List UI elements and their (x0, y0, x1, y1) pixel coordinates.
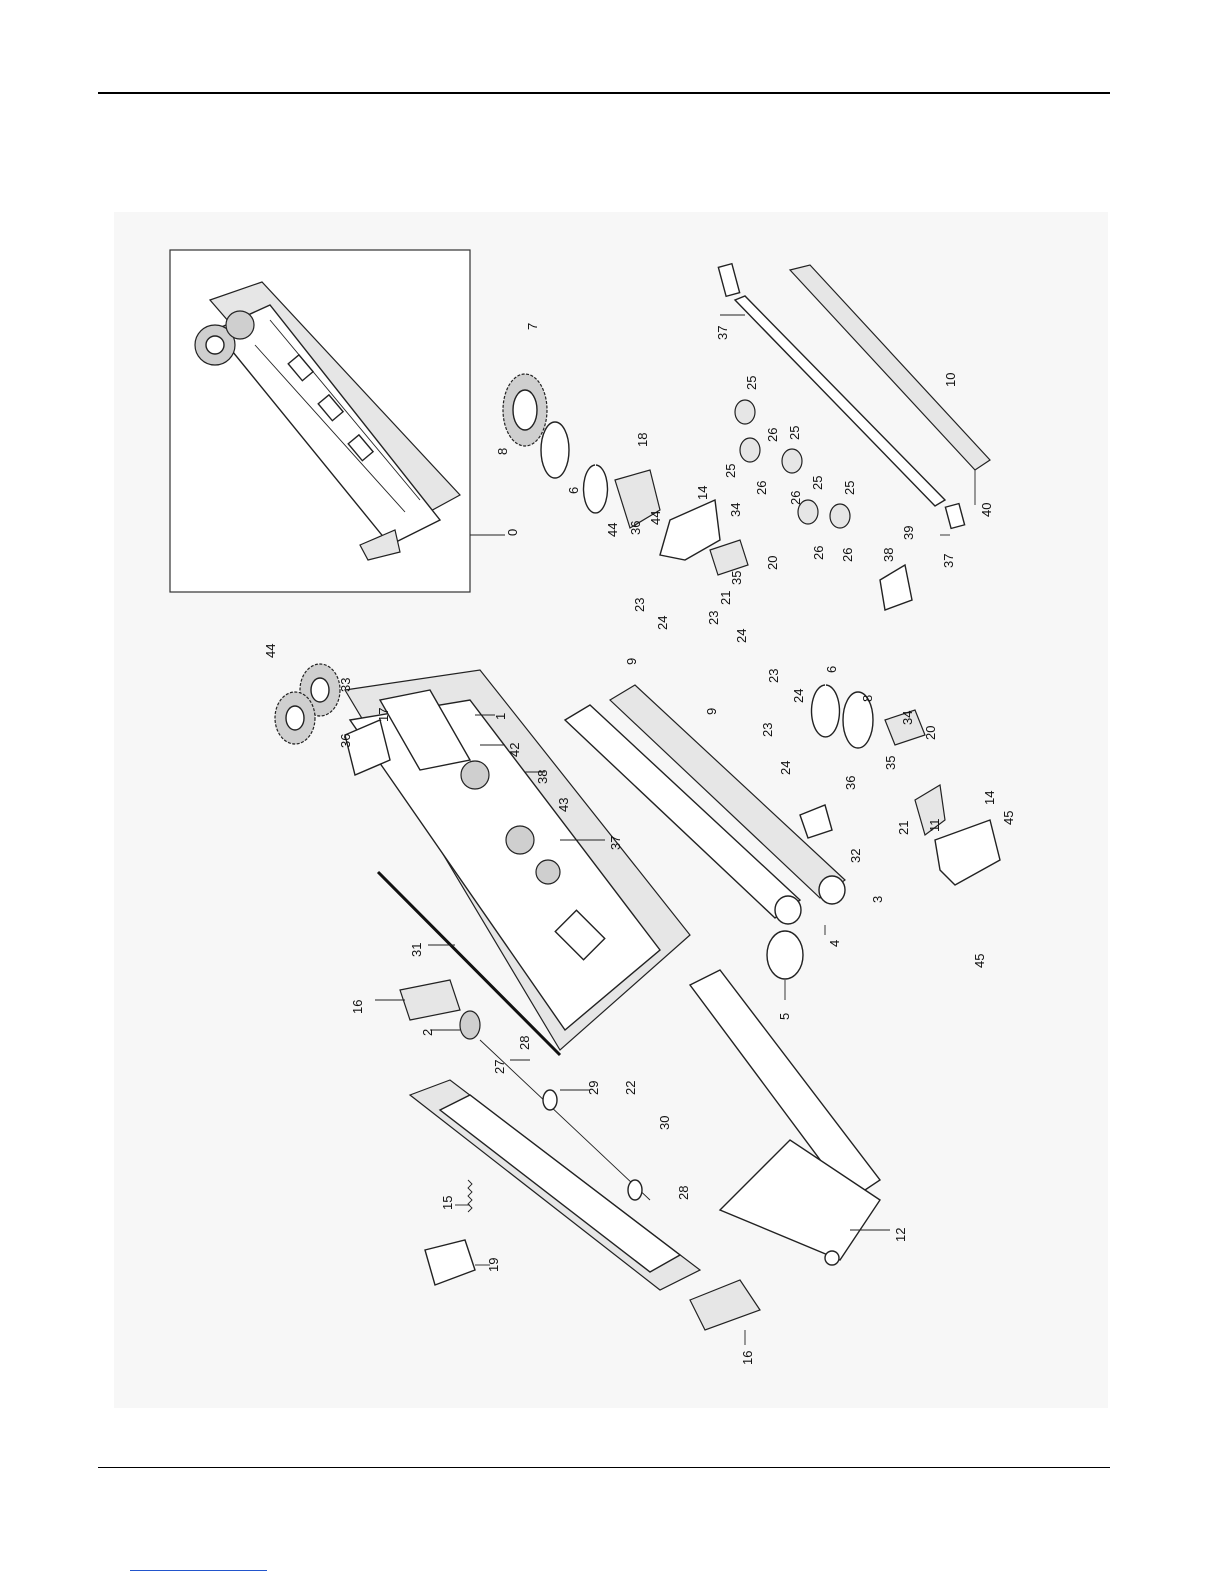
bush-part-6-lower (812, 685, 840, 737)
label-part-25d: 25 (810, 476, 825, 490)
label-part-6: 6 (566, 487, 581, 494)
label-part-36: 36 (628, 521, 643, 535)
label-part-21: 21 (718, 591, 733, 605)
label-part-24c: 24 (791, 689, 806, 703)
label-part-44b: 44 (605, 523, 620, 537)
label-part-28: 28 (517, 1036, 532, 1050)
label-part-37b: 37 (941, 554, 956, 568)
label-part-24b: 24 (734, 629, 749, 643)
label-part-2: 2 (420, 1029, 435, 1036)
label-part-9: 9 (624, 658, 639, 665)
label-part-25c: 25 (723, 464, 738, 478)
exploded-view-diagram: 0 7 8 6 18 14 44 34 44 36 20 35 21 23 23… (114, 212, 1108, 1408)
label-part-12: 12 (893, 1228, 908, 1242)
label-part-38: 38 (881, 548, 896, 562)
label-part-36b: 36 (338, 734, 353, 748)
label-part-30: 30 (657, 1116, 672, 1130)
label-part-25b: 25 (787, 426, 802, 440)
label-part-23d: 23 (760, 723, 775, 737)
label-part-3: 3 (870, 896, 885, 903)
label-part-11: 11 (927, 819, 942, 833)
label-part-26c: 26 (788, 491, 803, 505)
label-part-34: 34 (728, 503, 743, 517)
label-part-8: 8 (495, 448, 510, 455)
label-part-18: 18 (635, 433, 650, 447)
label-part-35b: 35 (883, 756, 898, 770)
label-part-17: 17 (376, 708, 391, 722)
label-part-40: 40 (979, 503, 994, 517)
label-part-15: 15 (440, 1196, 455, 1210)
label-part-28b: 28 (676, 1186, 691, 1200)
handle-part-16-lower (690, 1280, 760, 1330)
bracket-part-19 (425, 1240, 475, 1285)
label-part-45: 45 (1001, 811, 1016, 825)
footer-link-underline[interactable] (130, 1570, 267, 1571)
label-part-4: 4 (827, 940, 842, 947)
label-part-24: 24 (655, 616, 670, 630)
label-part-10: 10 (943, 373, 958, 387)
label-part-0: 0 (505, 529, 520, 536)
label-part-16: 16 (350, 1000, 365, 1014)
label-part-34b: 34 (900, 711, 915, 725)
label-part-43: 43 (556, 798, 571, 812)
label-part-14: 14 (695, 486, 710, 500)
label-part-36c: 36 (843, 776, 858, 790)
label-part-6b: 6 (824, 666, 839, 673)
label-part-33: 33 (338, 678, 353, 692)
drive-gear-part-7 (503, 374, 547, 446)
label-part-20b: 20 (923, 726, 938, 740)
label-part-14b: 14 (982, 791, 997, 805)
label-part-26a: 26 (765, 428, 780, 442)
label-part-29: 29 (586, 1081, 601, 1095)
label-part-9b: 9 (704, 708, 719, 715)
bearing-part-8 (541, 422, 569, 478)
label-part-39: 39 (901, 526, 916, 540)
label-part-44c: 44 (263, 644, 278, 658)
label-part-23: 23 (632, 598, 647, 612)
label-part-38b: 38 (535, 770, 550, 784)
label-part-26d: 26 (811, 546, 826, 560)
label-part-21b: 21 (896, 821, 911, 835)
bracket-part-32 (800, 805, 832, 838)
label-part-25a: 25 (744, 376, 759, 390)
label-part-45b: 45 (972, 954, 987, 968)
arm-part-14-lower (935, 820, 1000, 885)
sensor-part-38-39 (880, 565, 912, 610)
label-part-24d: 24 (778, 761, 793, 775)
label-part-5: 5 (777, 1013, 792, 1020)
label-part-27: 27 (492, 1060, 507, 1074)
header-rule (98, 92, 1110, 94)
spring-part-15 (468, 1180, 472, 1212)
label-part-23c: 23 (766, 669, 781, 683)
label-part-35: 35 (729, 571, 744, 585)
label-part-7: 7 (525, 323, 540, 330)
label-part-25e: 25 (842, 481, 857, 495)
label-part-37: 37 (715, 326, 730, 340)
footer-rule (98, 1467, 1110, 1468)
label-part-26e: 26 (840, 548, 855, 562)
handle-part-16-upper (400, 980, 460, 1020)
gear-pair-part-33 (275, 664, 340, 744)
ring-part-5 (767, 931, 803, 979)
label-part-44: 44 (648, 511, 663, 525)
holder-part-34-top (710, 540, 748, 575)
label-part-32: 32 (848, 849, 863, 863)
bush-part-6 (584, 465, 608, 513)
label-part-42: 42 (507, 743, 522, 757)
label-part-16b: 16 (740, 1351, 755, 1365)
label-part-8b: 8 (860, 695, 875, 702)
label-part-20: 20 (765, 556, 780, 570)
pressure-rollers (735, 400, 850, 528)
label-part-22: 22 (623, 1081, 638, 1095)
label-part-19: 19 (486, 1258, 501, 1272)
label-part-31: 31 (409, 943, 424, 957)
label-part-37c: 37 (608, 836, 623, 850)
label-part-1: 1 (493, 713, 508, 720)
label-part-26b: 26 (754, 481, 769, 495)
label-part-23b: 23 (706, 611, 721, 625)
